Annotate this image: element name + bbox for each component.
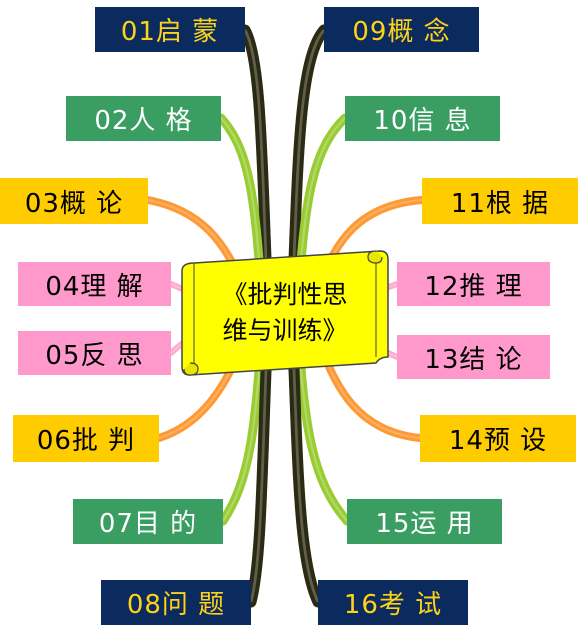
node-14: 14预 设 — [420, 415, 576, 462]
node-12: 12推 理 — [397, 262, 550, 306]
node-13: 13结 论 — [397, 335, 550, 379]
node-11: 11根 据 — [422, 178, 578, 224]
node-06-label: 06批 判 — [36, 426, 136, 456]
node-07-label: 07目 的 — [98, 509, 198, 539]
center-title-line1: 《批判性思 — [222, 279, 348, 309]
node-07: 07目 的 — [73, 499, 223, 544]
node-12-label: 12推 理 — [424, 271, 523, 302]
node-05: 05反 思 — [18, 331, 171, 375]
node-16: 16考 试 — [318, 580, 468, 625]
node-16-label: 16考 试 — [343, 590, 443, 620]
node-01-label: 01启 蒙 — [120, 17, 220, 47]
node-02-label: 02人 格 — [94, 106, 193, 136]
branch-highlight-08 — [249, 319, 270, 603]
node-09-label: 09概 念 — [352, 17, 451, 47]
center-scroll: 《批判性思 维与训练》 — [180, 245, 390, 380]
node-08: 08问 题 — [101, 580, 251, 625]
node-10-label: 10信 息 — [373, 106, 472, 136]
center-title: 《批判性思 维与训练》 — [180, 245, 390, 380]
node-08-label: 08问 题 — [126, 590, 226, 620]
branch-08 — [245, 314, 274, 608]
center-title-line2: 维与训练》 — [222, 315, 348, 345]
node-13-label: 13结 论 — [424, 344, 523, 375]
node-15: 15运 用 — [347, 499, 502, 544]
branch-16 — [286, 314, 324, 608]
node-15-label: 15运 用 — [375, 509, 474, 539]
node-06: 06批 判 — [13, 415, 159, 462]
node-04-label: 04理 解 — [45, 271, 144, 302]
node-11-label: 11根 据 — [450, 188, 550, 219]
node-09: 09概 念 — [324, 7, 479, 52]
node-14-label: 14预 设 — [448, 426, 548, 456]
node-05-label: 05反 思 — [45, 340, 144, 371]
node-10: 10信 息 — [345, 96, 500, 141]
node-03-label: 03概 论 — [24, 188, 124, 219]
node-02: 02人 格 — [66, 96, 221, 141]
scroll-shape — [181, 250, 389, 376]
branch-highlight-16 — [290, 319, 320, 603]
node-03: 03概 论 — [0, 178, 148, 224]
node-04: 04理 解 — [18, 262, 171, 306]
node-01: 01启 蒙 — [95, 7, 245, 52]
